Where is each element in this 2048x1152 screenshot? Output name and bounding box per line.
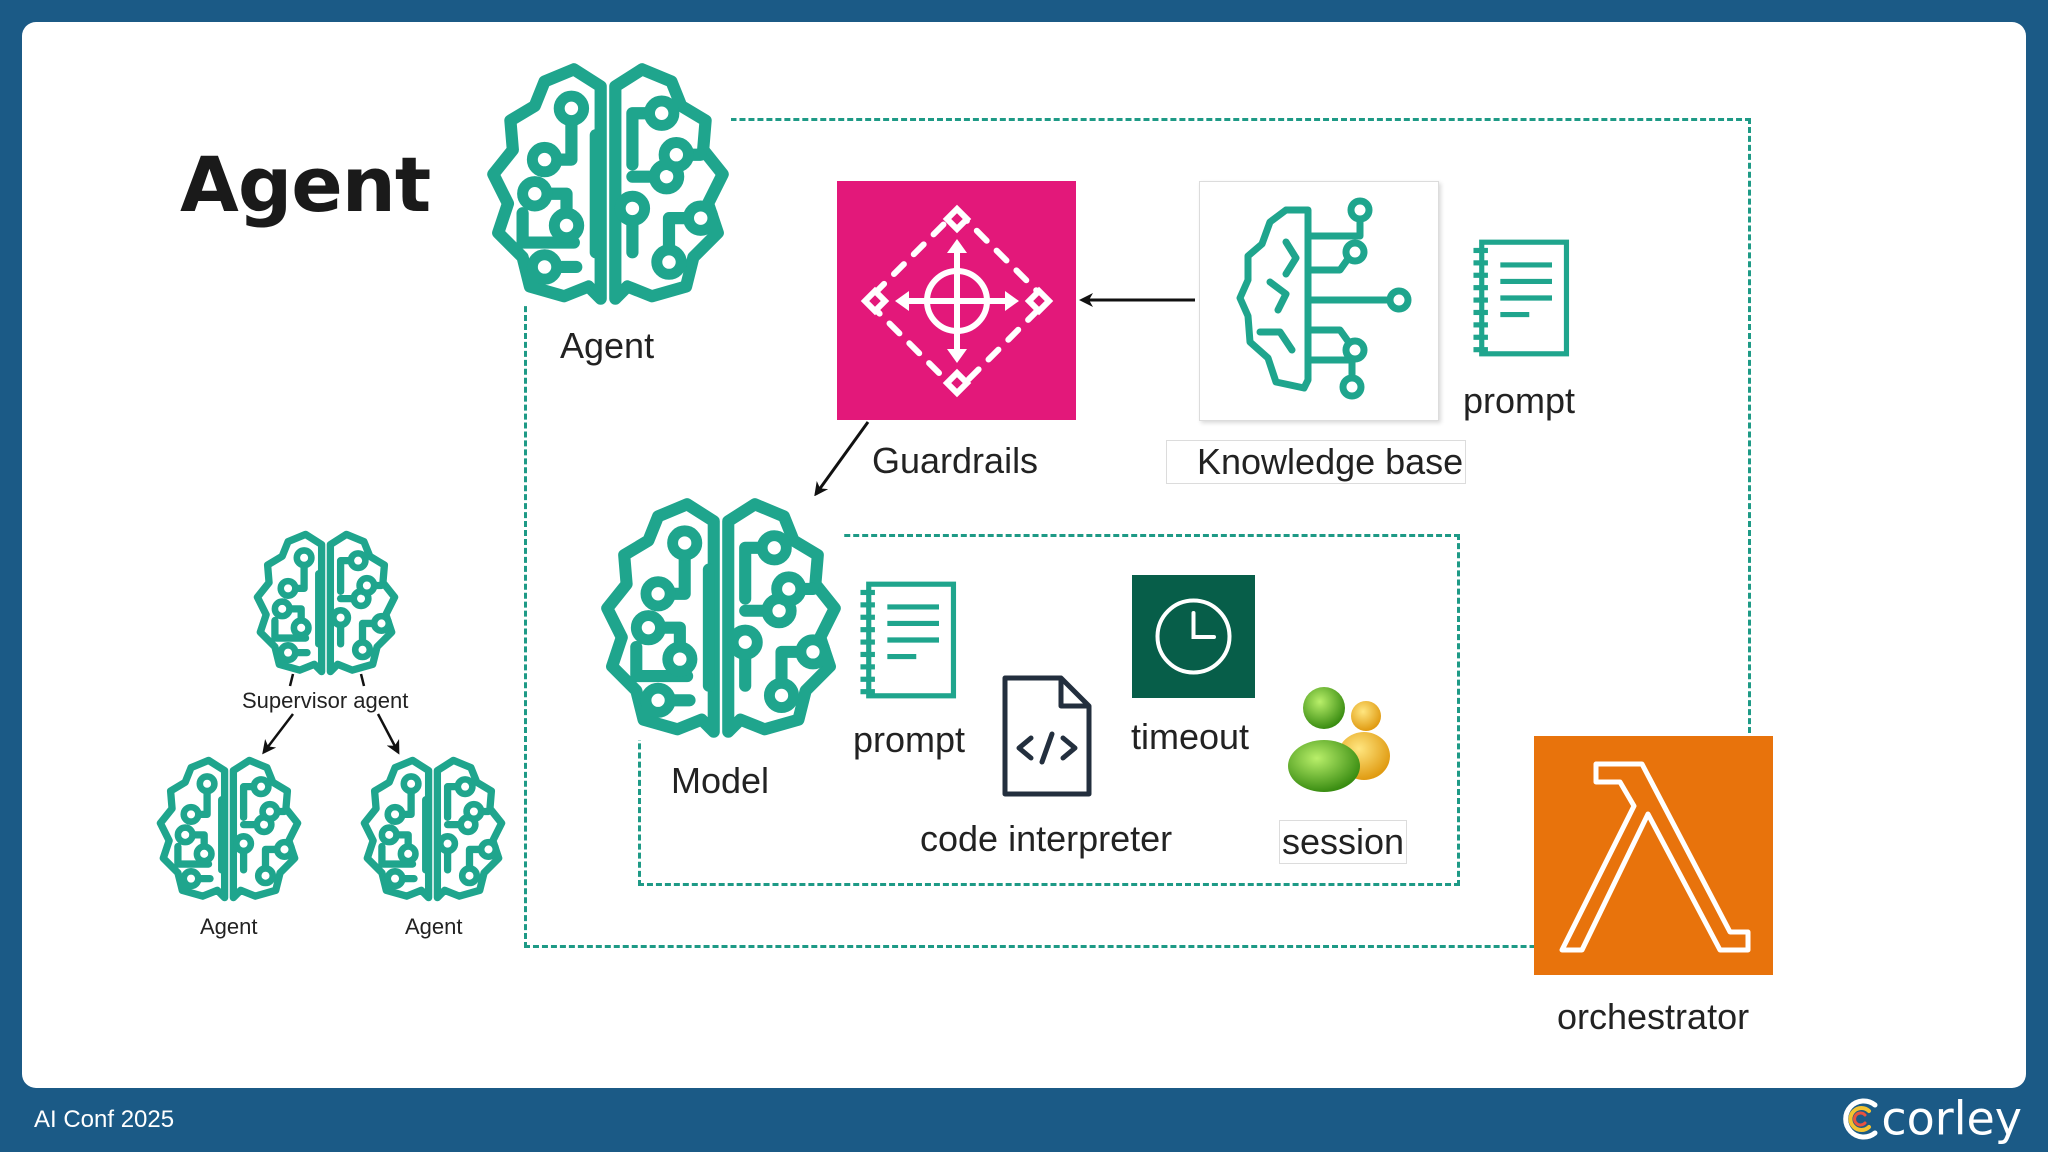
guardrails-label: Guardrails: [872, 440, 1039, 481]
supervisor-label: Supervisor agent: [242, 688, 409, 713]
prompt-label-model: prompt: [853, 719, 966, 760]
knowledge-base-tile: [1199, 181, 1439, 421]
code-interpreter-label: code interpreter: [920, 818, 1173, 859]
sub-agent-1-label: Agent: [200, 914, 258, 939]
agent-boundary: [524, 118, 1751, 948]
sub-agent-1-brain-icon: [156, 756, 302, 902]
knowledge-base-icon: [1236, 197, 1412, 400]
corley-logo-icon: [1843, 1098, 1878, 1139]
timeout-tile: [1132, 575, 1255, 698]
supervisor-tick-right: [359, 673, 366, 687]
model-label: Model: [671, 760, 770, 801]
guardrails-to-model-arrow: [814, 421, 870, 497]
supervisor-to-agent1-arrow: [262, 713, 294, 755]
supervisor-tick-left: [288, 673, 295, 687]
code-file-icon: [1002, 675, 1092, 797]
knowledge-base-label: Knowledge base: [1166, 440, 1467, 484]
guardrails-icon: [860, 204, 1054, 398]
prompt-notepad-icon-model: [852, 578, 964, 702]
orchestrator-tile: [1534, 736, 1773, 975]
clock-icon: [1155, 598, 1232, 675]
prompt-label-top: prompt: [1463, 380, 1576, 421]
sub-agent-2-brain-icon: [360, 756, 506, 902]
users-icon: [1288, 687, 1390, 792]
agent-brain-icon: [485, 62, 731, 306]
session-label: session: [1279, 820, 1408, 864]
footer-conference: AI Conf 2025: [34, 1106, 175, 1133]
guardrails-tile: [837, 181, 1076, 420]
lambda-icon: [1559, 761, 1751, 953]
sub-agent-2-label: Agent: [405, 914, 463, 939]
model-brain-icon: [600, 496, 842, 740]
orchestrator-label: orchestrator: [1557, 996, 1750, 1037]
brand-name: corley: [1881, 1091, 2022, 1146]
supervisor-brain-icon: [253, 530, 399, 676]
supervisor-to-agent2-arrow: [376, 713, 400, 755]
timeout-label: timeout: [1131, 716, 1250, 757]
brand-logo: corley: [1839, 1088, 2022, 1146]
agent-label: Agent: [560, 325, 655, 366]
slide-title: Agent: [180, 140, 431, 229]
